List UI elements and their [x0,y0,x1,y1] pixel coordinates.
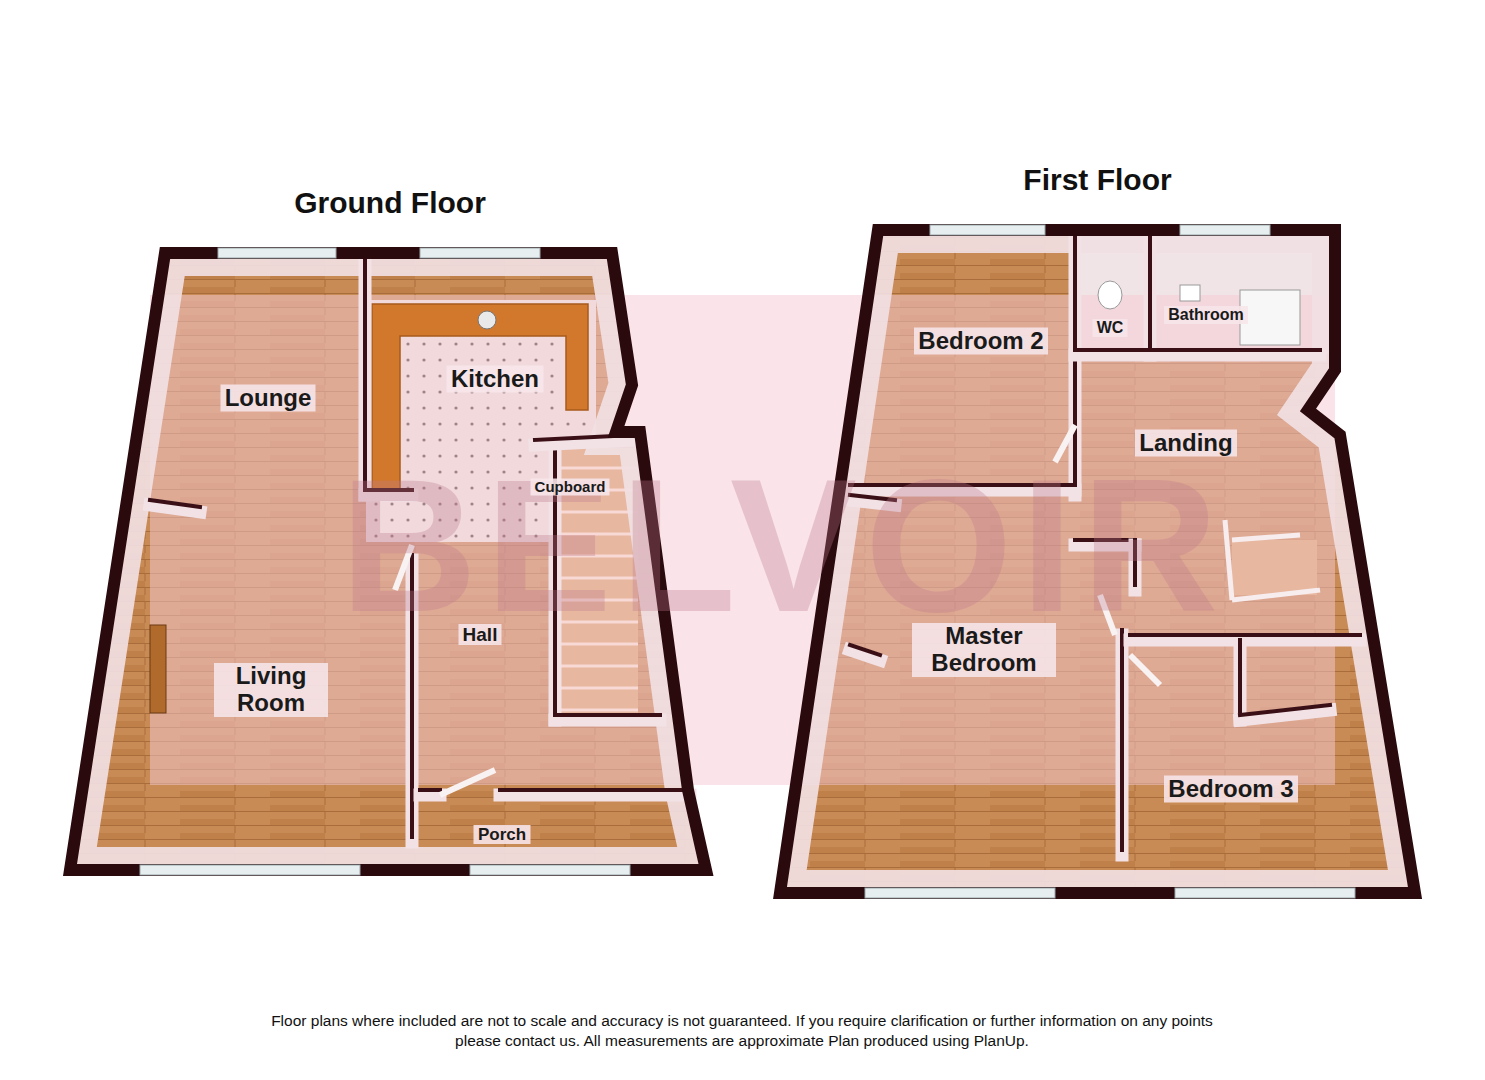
room-label: Lounge [221,385,316,412]
caption: Floor plans where included are not to sc… [262,1011,1222,1051]
window [1175,888,1355,898]
floor-heading: First Floor [780,162,1415,198]
floor-heading: Ground Floor [70,185,710,221]
wall-edge [555,713,660,717]
room: Bedroom 2 [912,328,1050,357]
watermark: BELVOIR [340,450,1226,640]
room: Porch [472,825,533,847]
pink-band [150,295,1335,785]
room-label: Living Room [214,663,328,717]
fireplace [150,625,166,713]
wall-body [1075,349,1320,362]
stair-rail [1232,535,1300,540]
room: Hall [457,624,504,648]
wall-edge [1075,348,1320,352]
window [218,248,336,258]
window [865,888,1055,898]
room: Bathroom [1162,306,1250,326]
toilet [1098,281,1122,309]
room-label: WC [1093,319,1128,337]
sink [478,311,496,329]
room: Living Room [214,663,328,719]
door-leaf [1130,655,1160,685]
wall-body [500,789,690,802]
room: Lounge [219,385,318,414]
floor-plan: Ground FloorLounge KitchenCupboardLiving … [70,185,710,875]
window [420,248,540,258]
room-label: Bathroom [1164,306,1248,324]
room: Kitchen [445,366,546,395]
room: Cupboard [529,478,612,497]
room-label: Master Bedroom [912,623,1056,677]
wall-edge [1148,227,1152,350]
window [1180,225,1270,235]
room: WC [1091,319,1130,339]
room-label: Hall [459,624,502,645]
window [470,865,630,875]
stair-rail [1232,590,1320,600]
room-label: Cupboard [531,479,610,496]
room: Master Bedroom [912,623,1056,679]
window [140,865,360,875]
room-label: Kitchen [447,366,543,393]
wall-edge [420,788,440,792]
basin [1180,285,1200,301]
wall-body [420,789,440,802]
wall-body [555,714,660,727]
room-label: Porch [474,825,530,844]
room-label: Bedroom 3 [1164,776,1297,803]
room-label: Bedroom 2 [914,328,1047,355]
room: Bedroom 3 [1162,776,1300,805]
room: Landing [1133,430,1239,459]
wall-edge [1120,630,1124,850]
window [930,225,1045,235]
wall-edge [500,788,690,792]
floor-plan: First FloorBedroom 2 WC BathroomLandingMas… [780,162,1415,897]
room-label: Landing [1135,430,1236,457]
wall-edge [1238,640,1242,715]
wall-edge [850,645,880,655]
door-leaf [440,770,495,795]
wall-edge [150,500,200,507]
wall-edge [1240,705,1330,715]
shower [1240,290,1300,345]
